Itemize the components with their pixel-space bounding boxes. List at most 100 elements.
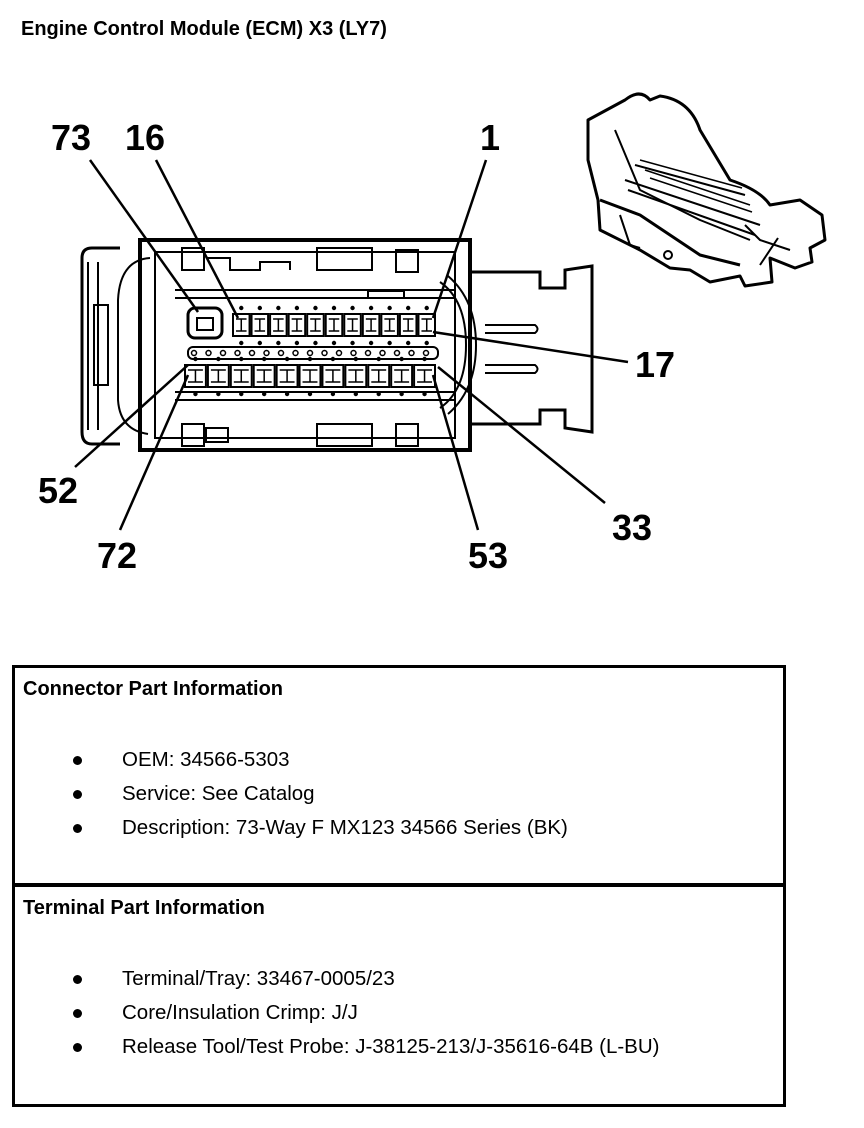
top-row-terminal-slot	[310, 318, 321, 332]
top-row-latch-dot	[257, 305, 263, 311]
center-strip-pin	[335, 349, 343, 357]
bottom-row-latch-dot	[193, 391, 198, 397]
center-strip-pin	[219, 349, 227, 357]
bullet-icon	[73, 824, 82, 833]
center-strip-pin	[248, 349, 256, 357]
top-row-latch-dot	[405, 305, 411, 311]
center-strip-pin	[364, 349, 372, 357]
top-row-cavity	[324, 313, 344, 337]
top-row-latch-dot	[387, 340, 392, 346]
page-title: Engine Control Module (ECM) X3 (LY7)	[21, 18, 387, 40]
top-row-latch-dot	[350, 340, 355, 346]
center-strip-pin	[379, 349, 386, 357]
pin-label-53: 53	[468, 535, 508, 576]
top-row-latch-dot	[424, 305, 429, 311]
leader-16	[154, 159, 240, 319]
bottom-row-cavity	[206, 364, 230, 388]
bottom-row-latch-dot	[330, 356, 336, 362]
top-row-latch-dot	[294, 305, 300, 311]
top-row-terminal-slot	[347, 318, 358, 332]
connector-face-view	[80, 238, 594, 452]
center-strip-pin	[234, 349, 241, 357]
center-strip-pin	[321, 349, 328, 357]
top-row-terminal-slot	[421, 318, 432, 332]
bottom-row-latch-dot	[330, 391, 336, 397]
top-row-latch-dot	[313, 340, 318, 346]
leader-53	[431, 374, 480, 531]
bottom-row-latch-dot	[261, 356, 267, 362]
connector-diagram: 73 16 1 17 52 72 53 33	[38, 92, 827, 576]
bullet-icon	[73, 975, 82, 984]
center-strip-pin	[422, 349, 430, 357]
top-row-latch-dot	[276, 305, 281, 311]
bottom-row-latch-dot	[376, 356, 381, 362]
connector-flange-right	[470, 264, 594, 434]
top-row-cavity	[250, 313, 270, 337]
top-row-latch-dot	[424, 340, 429, 346]
leader-17	[432, 330, 629, 364]
bullet-icon	[73, 756, 82, 765]
terminal-part-info-box: Terminal Part Information Terminal/Tray:…	[12, 884, 786, 1107]
bottom-row-terminal-slot	[233, 369, 249, 383]
center-strip-pin	[205, 349, 212, 357]
pin-label-72: 72	[97, 535, 137, 576]
bottom-row-latch-dot	[261, 391, 267, 397]
connector-isometric-view	[586, 92, 827, 288]
bottom-row-latch-dot	[216, 391, 221, 397]
bottom-row-latch-dot	[422, 356, 427, 362]
top-row-latch-dot	[239, 340, 244, 346]
top-row-terminal-slot	[236, 318, 247, 332]
top-row-cavity	[306, 313, 325, 337]
top-row-terminal-slot	[328, 318, 340, 332]
bottom-row-latch-dot	[353, 391, 359, 397]
center-strip-pin	[306, 349, 314, 357]
connector-info-heading: Connector Part Information	[23, 678, 284, 700]
bottom-row-latch-dot	[353, 356, 359, 362]
bottom-row-cavity	[367, 364, 391, 388]
bottom-row-latch-dot	[193, 356, 198, 362]
top-row-latch-dot	[294, 340, 300, 346]
center-strip-pin	[408, 349, 415, 357]
center-strip-pin	[350, 349, 357, 357]
bottom-row-terminal-slot	[325, 369, 341, 383]
center-strip-pin	[292, 349, 299, 357]
pin-label-16: 16	[125, 117, 165, 158]
bottom-row-terminal-slot	[417, 369, 432, 383]
bottom-row-cavity	[298, 364, 322, 388]
bottom-row-latch-dot	[307, 356, 313, 362]
bottom-row-latch-dot	[399, 356, 404, 362]
pin-label-33: 33	[612, 507, 652, 548]
top-row-terminal-slot	[273, 318, 284, 332]
bullet-icon	[73, 1009, 82, 1018]
bottom-row-terminal-slot	[256, 369, 272, 383]
leader-52	[74, 364, 189, 468]
connector-part-info-box: Connector Part Information OEM: 34566-53…	[12, 665, 786, 886]
cavity-rows	[184, 305, 437, 397]
leader-33	[437, 366, 606, 504]
cavity-73	[186, 306, 224, 340]
bottom-row-terminal-slot	[371, 369, 387, 383]
bottom-row-cavity	[252, 364, 276, 388]
pin-label-73: 73	[51, 117, 91, 158]
connector-latch-left	[80, 246, 120, 446]
center-strip-pin	[190, 349, 198, 357]
top-row-latch-dot	[257, 340, 263, 346]
center-strip-pin	[277, 349, 285, 357]
bottom-row-terminal-slot	[302, 369, 318, 383]
pin-label-52: 52	[38, 470, 78, 511]
bottom-row-latch-dot	[216, 356, 221, 362]
top-row-cavity	[343, 313, 362, 337]
top-row-latch-dot	[368, 340, 374, 346]
top-row-terminal-slot	[402, 318, 414, 332]
top-row-latch-dot	[331, 340, 337, 346]
center-strip	[187, 346, 439, 360]
top-row-latch-dot	[331, 305, 337, 311]
top-row-latch-dot	[350, 305, 355, 311]
pin-label-1: 1	[480, 117, 500, 158]
top-row-latch-dot	[239, 305, 244, 311]
bottom-row-latch-dot	[239, 391, 244, 397]
bottom-row-terminal-slot	[394, 369, 410, 383]
top-row-cavity	[287, 313, 307, 337]
top-row-cavity	[361, 313, 381, 337]
bottom-row-cavity	[413, 364, 437, 388]
